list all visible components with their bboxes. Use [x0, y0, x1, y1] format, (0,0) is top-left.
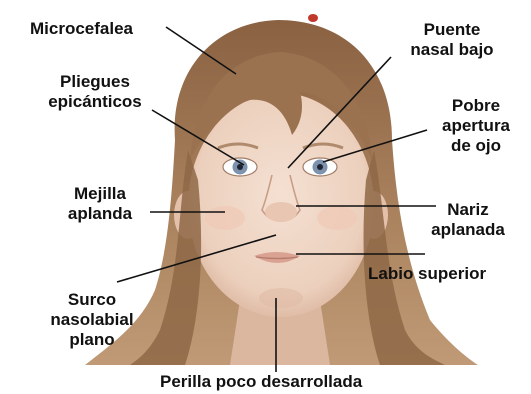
label-pliegues-line1: Pliegues: [30, 72, 160, 92]
left-cheek: [205, 206, 245, 230]
label-nariz-aplanada: Nariz aplanada: [420, 200, 516, 240]
label-surco-line1: Surco: [42, 290, 142, 310]
right-cheek: [317, 206, 357, 230]
hair-tie: [308, 14, 318, 22]
label-surco-line3: plano: [42, 330, 142, 350]
label-mejilla-aplanda: Mejilla aplanda: [50, 184, 150, 224]
label-pliegues-line2: epicánticos: [30, 92, 160, 112]
label-pobre-apertura-de-ojo: Pobre apertura de ojo: [428, 96, 524, 156]
label-perilla-poco-desarrollada: Perilla poco desarrollada: [160, 372, 362, 392]
label-puente-nasal-bajo: Puente nasal bajo: [398, 20, 506, 60]
label-mejilla-line1: Mejilla: [50, 184, 150, 204]
label-nariz-line1: Nariz: [420, 200, 516, 220]
label-nariz-line2: aplanada: [420, 220, 516, 240]
label-microcefalea: Microcefalea: [30, 19, 133, 39]
label-puente-line1: Puente: [398, 20, 506, 40]
right-pupil: [317, 164, 323, 170]
label-pobre-line2: apertura: [428, 116, 524, 136]
chin: [259, 288, 303, 308]
label-pobre-line3: de ojo: [428, 136, 524, 156]
left-pupil: [237, 164, 243, 170]
nose-tip: [265, 202, 297, 222]
label-labio-superior: Labio superior: [368, 264, 486, 284]
label-surco-line2: nasolabial: [42, 310, 142, 330]
label-pobre-line1: Pobre: [428, 96, 524, 116]
label-puente-line2: nasal bajo: [398, 40, 506, 60]
label-pliegues-epicanticos: Pliegues epicánticos: [30, 72, 160, 112]
label-surco-nasolabial-plano: Surco nasolabial plano: [42, 290, 142, 350]
label-mejilla-line2: aplanda: [50, 204, 150, 224]
